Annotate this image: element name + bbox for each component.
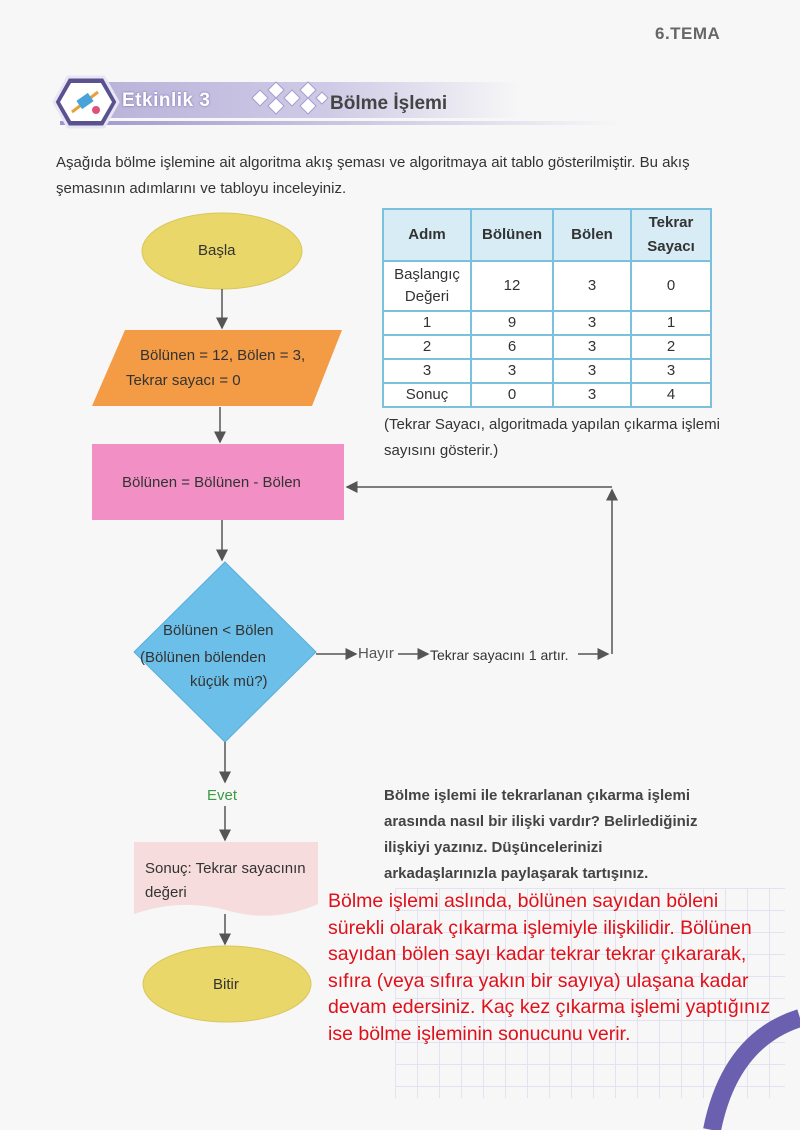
intro-paragraph: Aşağıda bölme işlemine ait algoritma akı… — [56, 154, 690, 197]
answer-text: Bölme işlemi aslında, bölünen sayıdan bö… — [328, 890, 771, 1045]
table-cell: 3 — [552, 260, 632, 312]
table-cell: 0 — [630, 260, 712, 312]
table-cell: 1 — [382, 310, 472, 336]
input-label-line1: Bölünen = 12, Bölen = 3, — [140, 347, 306, 364]
table-row: 2 6 3 2 — [382, 334, 712, 360]
table-cell: 1 — [630, 310, 712, 336]
diamond-pattern-icon — [251, 81, 329, 115]
table-cell: 6 — [470, 334, 554, 360]
answer-grid — [395, 888, 785, 1098]
start-label: Başla — [198, 242, 236, 259]
table-cell: 3 — [552, 310, 632, 336]
table-cell: 3 — [552, 358, 632, 384]
banner-underline — [60, 121, 620, 125]
table-row: 3 3 3 3 — [382, 358, 712, 384]
table-cell: 3 — [382, 358, 472, 384]
decision-label-line2: (Bölünen bölenden — [140, 649, 266, 666]
table-cell: 9 — [470, 310, 554, 336]
process-label: Bölünen = Bölünen - Bölen — [122, 474, 301, 491]
table-header: Bölen — [552, 208, 632, 262]
corner-decoration — [703, 1009, 800, 1130]
activity-hexagon-icon — [52, 75, 120, 129]
input-parallelogram — [92, 330, 342, 406]
table-row: Başlangıç Değeri 12 3 0 — [382, 260, 712, 312]
table-cell: 3 — [470, 358, 554, 384]
table-cell: 3 — [552, 382, 632, 408]
activity-label: Etkinlik 3 — [122, 90, 211, 111]
input-label-line2: Tekrar sayacı = 0 — [126, 372, 241, 389]
table-cell: 4 — [630, 382, 712, 408]
table-header-row: Adım Bölünen Bölen Tekrar Sayacı — [382, 208, 712, 262]
result-label-line2: değeri — [145, 884, 187, 901]
result-document — [134, 842, 318, 916]
end-terminal — [142, 945, 312, 1023]
division-table: Adım Bölünen Bölen Tekrar Sayacı Başlang… — [382, 208, 712, 408]
yes-branch-label: Evet — [207, 787, 238, 804]
section-label: 6.TEMA — [655, 24, 721, 43]
activity-title: Bölme İşlemi — [330, 93, 448, 114]
decision-label-line3: küçük mü?) — [190, 673, 268, 690]
table-cell: 2 — [630, 334, 712, 360]
decision-label-line1: Bölünen < Bölen — [163, 622, 274, 639]
increment-label: Tekrar sayacını 1 artır. — [430, 647, 569, 663]
table-header: Adım — [382, 208, 472, 262]
table-cell: 3 — [630, 358, 712, 384]
end-label: Bitir — [213, 976, 239, 993]
table-cell: Sonuç — [382, 382, 472, 408]
result-label-line1: Sonuç: Tekrar sayacının — [145, 860, 306, 877]
table-cell: Başlangıç Değeri — [382, 260, 472, 312]
no-branch-label: Hayır — [358, 645, 394, 662]
table-cell: 3 — [552, 334, 632, 360]
table-row: Sonuç 0 3 4 — [382, 382, 712, 408]
table-note: (Tekrar Sayacı, algoritmada yapılan çıka… — [384, 416, 720, 459]
discussion-question: Bölme işlemi ile tekrarlanan çıkarma işl… — [384, 787, 698, 882]
process-rectangle — [92, 444, 344, 520]
table-cell: 0 — [470, 382, 554, 408]
table-header: Tekrar Sayacı — [630, 208, 712, 262]
table-row: 1 9 3 1 — [382, 310, 712, 336]
table-cell: 12 — [470, 260, 554, 312]
table-cell: 2 — [382, 334, 472, 360]
table-header: Bölünen — [470, 208, 554, 262]
